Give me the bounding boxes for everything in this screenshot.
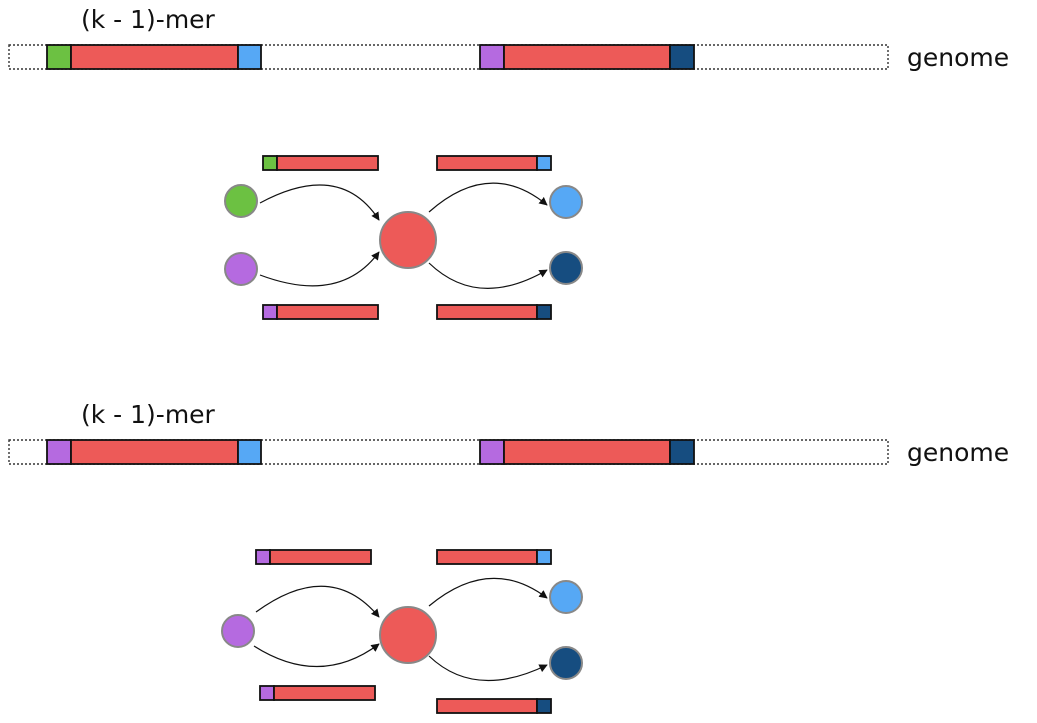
edge-green-to-red <box>259 184 380 221</box>
edge-red-to-lightblue <box>428 182 548 213</box>
suffix-block-dark-blue <box>669 44 695 70</box>
read-body-red <box>436 155 538 171</box>
read-prefix-purple <box>259 685 275 701</box>
suffix-block-dark-blue <box>669 439 695 465</box>
genome-label: genome <box>907 438 1009 467</box>
kmer-block-red <box>503 44 671 70</box>
node-dark-blue <box>549 251 583 285</box>
panel-2: (k - 1)-mer genome <box>8 400 1009 714</box>
edge-purple-to-red-upper <box>255 585 380 618</box>
edge-red-to-darkblue <box>428 655 548 682</box>
edge-red-to-lightblue <box>428 577 548 607</box>
node-red-center <box>379 606 437 664</box>
genome-occurrence-1 <box>46 44 262 70</box>
read-bar-red-lightblue <box>436 549 552 565</box>
kmer-label: (k - 1)-mer <box>81 5 216 34</box>
edge-purple-to-red-lower <box>253 643 380 668</box>
read-prefix-purple <box>255 549 271 565</box>
read-body-red <box>436 304 538 320</box>
prefix-block-purple <box>479 44 505 70</box>
read-body-red <box>436 549 538 565</box>
edge-purple-to-red <box>259 251 380 287</box>
read-bar-red-lightblue <box>436 155 552 171</box>
read-bar-purple-red-top <box>255 549 372 565</box>
node-purple <box>221 614 255 648</box>
kmer-label: (k - 1)-mer <box>81 400 216 429</box>
suffix-block-light-blue <box>237 439 262 465</box>
read-suffix-dark-blue <box>536 304 552 320</box>
node-light-blue <box>549 580 583 614</box>
read-suffix-dark-blue <box>536 698 552 714</box>
node-green <box>224 184 258 218</box>
read-body-red <box>276 304 379 320</box>
read-body-red <box>269 549 372 565</box>
prefix-block-green <box>46 44 72 70</box>
prefix-block-purple <box>479 439 505 465</box>
node-purple <box>224 252 258 286</box>
read-suffix-light-blue <box>536 155 552 171</box>
prefix-block-purple <box>46 439 72 465</box>
node-dark-blue <box>549 646 583 680</box>
read-bar-green-red <box>262 155 379 171</box>
read-suffix-light-blue <box>536 549 552 565</box>
edge-red-to-darkblue <box>428 262 548 289</box>
panel-1: (k - 1)-mer genome <box>8 5 1009 320</box>
read-bar-red-darkblue <box>436 304 552 320</box>
genome-label: genome <box>907 43 1009 72</box>
kmer-block-red <box>70 44 239 70</box>
node-light-blue <box>549 185 583 219</box>
read-bar-red-darkblue <box>436 698 552 714</box>
suffix-block-light-blue <box>237 44 262 70</box>
kmer-block-red <box>503 439 671 465</box>
node-red-center <box>379 211 437 269</box>
read-bar-purple-red-bottom <box>259 685 376 701</box>
read-bar-purple-red <box>262 304 379 320</box>
read-prefix-green <box>262 155 278 171</box>
genome-occurrence-2 <box>479 439 695 465</box>
genome-occurrence-2 <box>479 44 695 70</box>
read-prefix-purple <box>262 304 278 320</box>
read-body-red <box>273 685 376 701</box>
read-body-red <box>436 698 538 714</box>
kmer-block-red <box>70 439 239 465</box>
genome-occurrence-1 <box>46 439 262 465</box>
read-body-red <box>276 155 379 171</box>
